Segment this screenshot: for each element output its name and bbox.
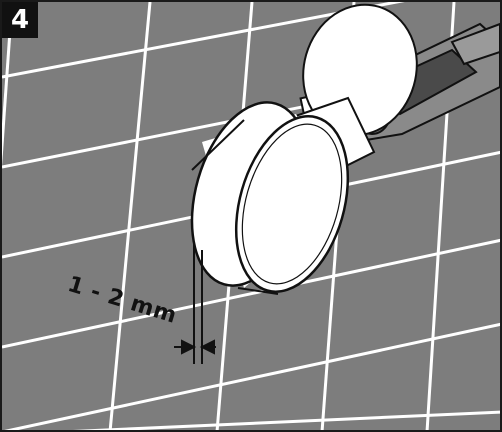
step-number-badge: 4 bbox=[2, 2, 38, 38]
cutting-disc-icon bbox=[190, 101, 350, 295]
dimension-arrows-icon bbox=[174, 244, 216, 364]
